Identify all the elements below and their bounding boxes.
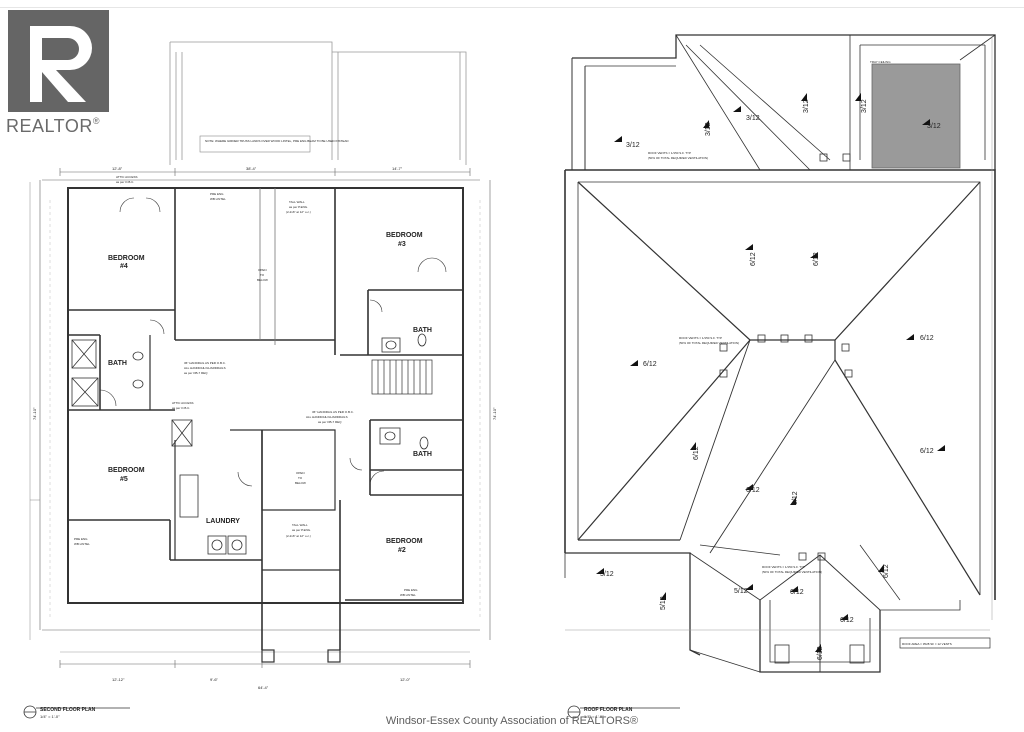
room-label-bedroom-3: BEDROOM (386, 232, 423, 239)
pitch-label: 3/12 (861, 99, 868, 113)
attic-access-sub-1: as per O.B.C. (116, 180, 134, 184)
tall-wall-spec-1: (2-2x6" at 12" o.c.) (286, 210, 311, 214)
pitch-label: 5/12 (660, 596, 667, 610)
attic-access-label-2: ATTIC ACCESS (172, 401, 193, 405)
pitch-label: 3/12 (927, 123, 941, 130)
handrail-note-2c: as per OB-7 REQ (318, 420, 342, 424)
top-border (0, 0, 1024, 8)
roof-vents-note-1b: (50% OF TOTAL REQUIRED VENTILATION) (648, 156, 708, 160)
open-to-below-2a: OPEN (296, 471, 305, 475)
tall-wall-label-2: TALL WALL (292, 523, 308, 527)
pitch-label: 6/12 (750, 252, 757, 266)
dim-bottom-3: 64'-4" (258, 685, 269, 690)
pre-eng-label-3: PRE ENG (404, 588, 418, 592)
room-number-bedroom-3: #3 (398, 241, 406, 248)
room-label-bath-2: BATH (413, 327, 432, 334)
pre-eng-sub-1: WB LINTEL (210, 197, 226, 201)
dim-bottom-1: 12'-12" (112, 677, 125, 682)
pitch-label: 6/12 (883, 564, 890, 578)
roof-area-note: ROOF AREA = 3528 SF = 12 VENTS (902, 642, 952, 646)
pre-eng-sub-3: WB LINTEL (400, 593, 416, 597)
dim-top-3: 14'-7" (392, 166, 403, 171)
handrail-note-1c: as per OB-7 REQ (184, 371, 208, 375)
handrail-note-1a: 36" HANDRAIL AS PER O.B.C. (184, 361, 226, 365)
second-floor-plan-title: SECOND FLOOR PLAN (40, 707, 96, 713)
pitch-label: 3/12 (626, 142, 640, 149)
roof-vents-note-2b: (50% OF TOTAL REQUIRED VENTILATION) (679, 341, 739, 345)
second-floor-text: NOTE: WHERE GIRDER TRUSS LANDS OVER WOOD… (32, 139, 497, 719)
pitch-label: 6/12 (643, 361, 657, 368)
attic-access-label-1: ATTIC ACCESS (116, 175, 137, 179)
room-label-laundry: LAUNDRY (206, 518, 240, 525)
pitch-label: 3/12 (705, 122, 712, 136)
room-label-bedroom-2: BEDROOM (386, 538, 423, 545)
pre-eng-label-2: PRE ENG (74, 537, 88, 541)
dim-top-1: 12'-8" (112, 166, 123, 171)
pitch-label: 6/12 (792, 491, 799, 505)
roof-plan-title: ROOF FLOOR PLAN (584, 707, 633, 713)
second-floor-plan (29, 41, 491, 668)
room-label-bath-3: BATH (413, 451, 432, 458)
handrail-note-2a: 36" HANDRAIL AS PER O.B.C. (312, 410, 354, 414)
tall-wall-sub-2: as per P.ENG. (292, 528, 311, 532)
roof-vents-note-3a: ROOF VENTS = 1/150 S.F. TYP (762, 565, 805, 569)
dim-top-2: 38'-4" (246, 166, 257, 171)
open-to-below-2c: BELOW (295, 481, 306, 485)
pre-eng-label-1: PRE ENG (210, 192, 224, 196)
dim-left: 74'-10" (32, 407, 37, 420)
roof-plan-text: TRAY CEILING ROOF VENTS = 1/150 S.F. TYP… (584, 60, 952, 719)
dim-right: 74'-10" (492, 407, 497, 420)
tall-wall-label-1: TALL WALL (289, 200, 305, 204)
pitch-label: 5/12 (600, 571, 614, 578)
open-to-below-1b: TO (260, 273, 265, 277)
handrail-note-1b: ALL HANDRAIL/GUARDRAILS (184, 366, 226, 370)
open-to-below-1a: OPEN (258, 268, 267, 272)
roof-plan (564, 34, 996, 673)
footer-attribution: Windsor-Essex County Association of REAL… (385, 715, 639, 727)
dim-bottom-4: 12'-0" (400, 677, 411, 682)
tall-wall-sub-1: as per P.ENG. (289, 205, 308, 209)
pitch-label: 6/12 (920, 448, 934, 455)
open-to-below-1c: BELOW (257, 278, 268, 282)
realtor-logo-text: REALTOR® (6, 116, 100, 136)
room-number-bedroom-2: #2 (398, 547, 406, 554)
roof-vents-note-2a: ROOF VENTS = 1/150 S.F. TYP (679, 336, 722, 340)
realtor-logo: REALTOR® (0, 2, 125, 137)
roof-vents-note-1a: ROOF VENTS = 1/150 S.F. TYP (648, 151, 691, 155)
pitch-label: 6/12 (790, 589, 804, 596)
pitch-label: 6/12 (920, 335, 934, 342)
pre-eng-sub-2: WB LINTEL (74, 542, 90, 546)
attic-access-sub-2: as per O.B.C. (172, 406, 190, 410)
plan-title-markers (23, 705, 680, 719)
open-to-below-2b: TO (298, 476, 303, 480)
dim-bottom-2: 9'-6" (210, 677, 219, 682)
pitch-label: 6/12 (813, 252, 820, 266)
pitch-label: 3/12 (803, 99, 810, 113)
structural-note: NOTE: WHERE GIRDER TRUSS LANDS OVER WOOD… (205, 139, 349, 143)
realtor-r-logo-icon (8, 10, 109, 112)
room-label-bath-1: BATH (108, 360, 127, 367)
roof-vents-note-3b: (50% OF TOTAL REQUIRED VENTILATION) (762, 570, 822, 574)
pitch-label: 6/12 (840, 617, 854, 624)
second-floor-plan-scale: 1/4" = 1'-0" (40, 714, 60, 719)
pitch-label: 5/12 (734, 588, 748, 595)
room-label-bedroom-5: BEDROOM (108, 467, 145, 474)
roof-plan-scale: 1/4" = 1'-0" (584, 714, 604, 719)
pitch-label: 6/12 (746, 487, 760, 494)
room-number-bedroom-5: #5 (120, 476, 128, 483)
tall-wall-spec-2: (2-2x6" at 12" o.c.) (286, 534, 311, 538)
room-label-bedroom-4: BEDROOM (108, 255, 145, 262)
room-number-bedroom-4: #4 (120, 263, 128, 270)
pitch-label: 6/12 (693, 446, 700, 460)
pitch-label: 3/12 (746, 115, 760, 122)
handrail-note-2b: ALL HANDRAIL/GUARDRAILS (306, 415, 348, 419)
tray-ceiling-label: TRAY CEILING (870, 60, 891, 64)
pitch-label: 6/12 (817, 646, 824, 660)
